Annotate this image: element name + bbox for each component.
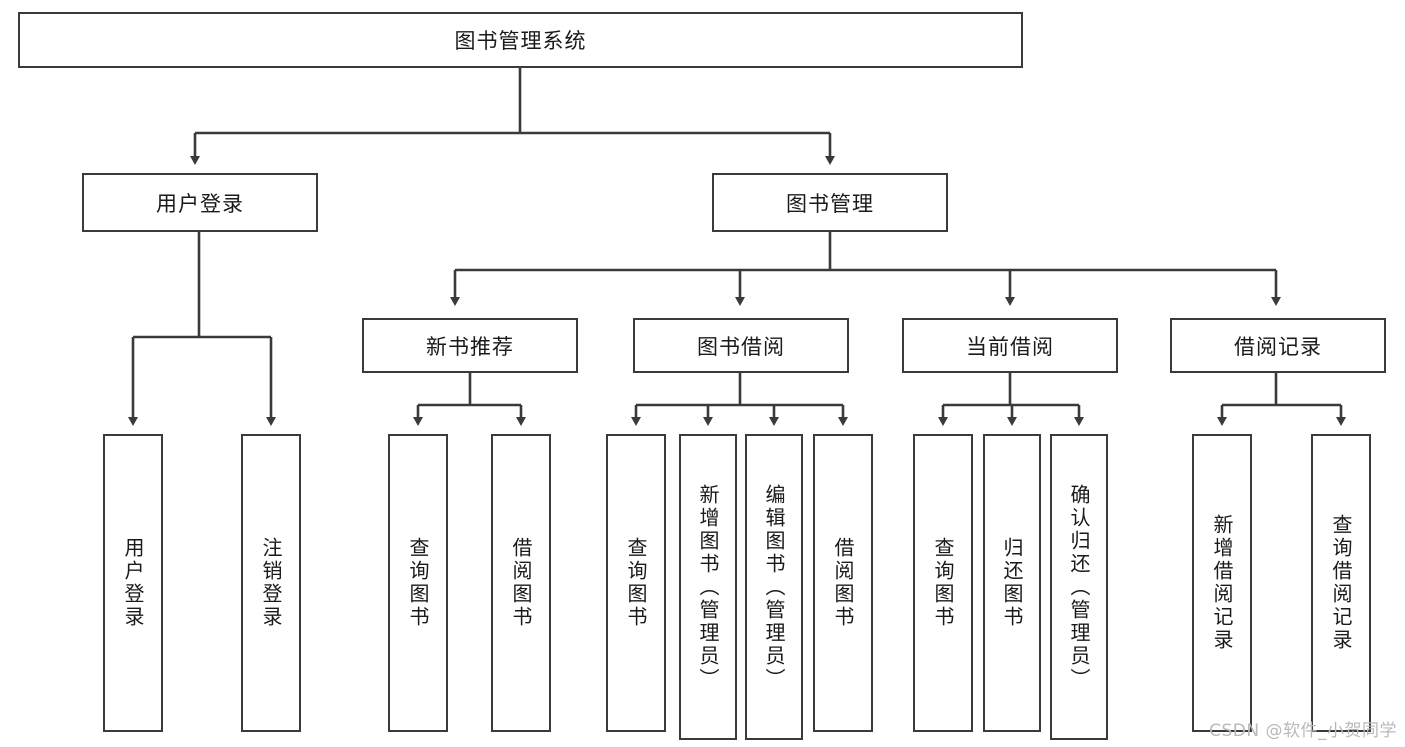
node-root[interactable]: 图书管理系统 [18, 12, 1023, 68]
node-new-book-recommend-label: 新书推荐 [426, 334, 514, 359]
leaf-edit-book[interactable]: 编辑图书（管理员） [745, 434, 803, 740]
leaf-borrow-book-1-label: 借阅图书 [509, 537, 533, 629]
node-root-label: 图书管理系统 [454, 29, 587, 53]
leaf-confirm-return[interactable]: 确认归还（管理员） [1050, 434, 1108, 740]
leaf-query-book-2-label: 查询图书 [624, 537, 648, 629]
node-borrow-record[interactable]: 借阅记录 [1170, 318, 1386, 373]
node-book-borrow[interactable]: 图书借阅 [633, 318, 849, 373]
node-new-book-recommend[interactable]: 新书推荐 [362, 318, 578, 373]
leaf-add-book[interactable]: 新增图书（管理员） [679, 434, 737, 740]
node-book-management[interactable]: 图书管理 [712, 173, 948, 232]
leaf-confirm-return-label: 确认归还（管理员） [1067, 483, 1091, 691]
leaf-query-book-2[interactable]: 查询图书 [606, 434, 666, 732]
leaf-query-record-label: 查询借阅记录 [1329, 514, 1353, 652]
leaf-query-book-3-label: 查询图书 [931, 537, 955, 629]
leaf-user-login-label: 用户登录 [121, 537, 145, 629]
node-user-login[interactable]: 用户登录 [82, 173, 318, 232]
leaf-query-book-1[interactable]: 查询图书 [388, 434, 448, 732]
leaf-query-book-1-label: 查询图书 [406, 537, 430, 629]
leaf-logout-login-label: 注销登录 [259, 537, 283, 629]
node-book-borrow-label: 图书借阅 [697, 334, 785, 359]
node-current-borrow[interactable]: 当前借阅 [902, 318, 1118, 373]
leaf-borrow-book-1[interactable]: 借阅图书 [491, 434, 551, 732]
leaf-add-record-label: 新增借阅记录 [1210, 514, 1234, 652]
leaf-logout-login[interactable]: 注销登录 [241, 434, 301, 732]
leaf-query-book-3[interactable]: 查询图书 [913, 434, 973, 732]
leaf-query-record[interactable]: 查询借阅记录 [1311, 434, 1371, 732]
leaf-return-book[interactable]: 归还图书 [983, 434, 1041, 732]
watermark-text: CSDN @软件_小贺同学 [1209, 721, 1397, 741]
leaf-return-book-label: 归还图书 [1000, 537, 1024, 629]
node-current-borrow-label: 当前借阅 [966, 334, 1054, 359]
node-user-login-label: 用户登录 [156, 191, 244, 216]
leaf-edit-book-label: 编辑图书（管理员） [762, 483, 786, 691]
leaf-add-book-label: 新增图书（管理员） [696, 483, 720, 691]
node-book-management-label: 图书管理 [786, 191, 874, 216]
leaf-borrow-book-2[interactable]: 借阅图书 [813, 434, 873, 732]
leaf-add-record[interactable]: 新增借阅记录 [1192, 434, 1252, 732]
leaf-borrow-book-2-label: 借阅图书 [831, 537, 855, 629]
leaf-user-login[interactable]: 用户登录 [103, 434, 163, 732]
node-borrow-record-label: 借阅记录 [1234, 334, 1322, 359]
